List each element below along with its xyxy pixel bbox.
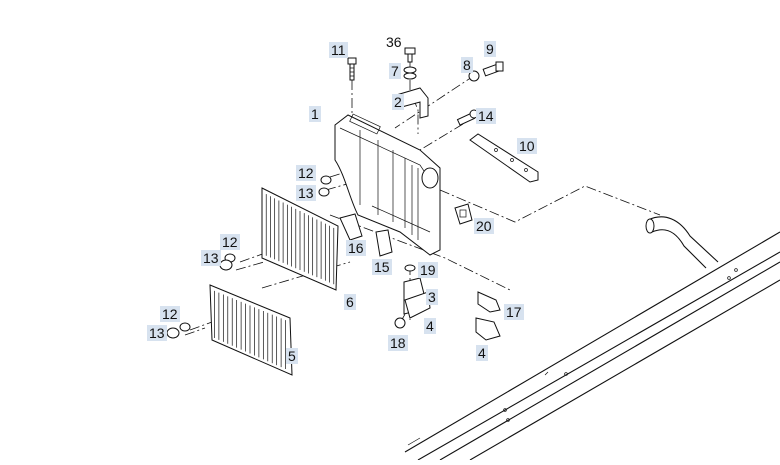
washer-12-13-upper — [166, 175, 332, 339]
bolt-14 — [456, 109, 479, 126]
bracket-3 — [403, 277, 431, 319]
callout-17: 17 — [504, 304, 524, 320]
callout-6: 6 — [344, 294, 356, 310]
clip-20 — [454, 203, 473, 225]
callout-1: 1 — [309, 106, 321, 122]
bolt-8-9 — [468, 61, 504, 82]
callout-10: 10 — [517, 138, 537, 154]
callout-16: 16 — [346, 240, 366, 256]
callout-13-c: 13 — [147, 325, 167, 341]
callout-18: 18 — [388, 335, 408, 351]
callout-4-b: 4 — [476, 345, 488, 361]
callout-19: 19 — [418, 262, 438, 278]
callout-2: 2 — [392, 94, 404, 110]
pipe — [645, 216, 719, 269]
nut-18 — [394, 317, 406, 329]
callout-12-a: 12 — [296, 165, 316, 181]
callout-12-b: 12 — [220, 234, 240, 250]
callout-20: 20 — [474, 218, 494, 234]
callout-9: 9 — [484, 41, 496, 57]
callout-14: 14 — [476, 108, 496, 124]
mudflap-5 — [209, 284, 293, 376]
callout-36: 36 — [386, 34, 402, 50]
callout-15: 15 — [372, 259, 392, 275]
bracket-15 — [375, 229, 393, 257]
mudflap-6 — [261, 187, 339, 291]
callout-12-c: 12 — [160, 306, 180, 322]
callout-13-b: 13 — [201, 250, 221, 266]
callout-3: 3 — [426, 289, 438, 305]
callout-7: 7 — [389, 63, 401, 79]
callout-5: 5 — [286, 348, 298, 364]
bolt-36 — [403, 47, 417, 80]
main-bracket-1 — [334, 113, 441, 256]
frame-rail — [404, 231, 780, 461]
callout-13-a: 13 — [296, 185, 316, 201]
bolt-11 — [347, 57, 357, 81]
bracket-16 — [339, 213, 363, 241]
callout-8: 8 — [461, 57, 473, 73]
callout-11: 11 — [329, 42, 348, 58]
bracket-17 — [475, 291, 501, 341]
bracket-10 — [469, 133, 539, 183]
callout-4-a: 4 — [424, 318, 436, 334]
washer-19 — [404, 264, 416, 272]
